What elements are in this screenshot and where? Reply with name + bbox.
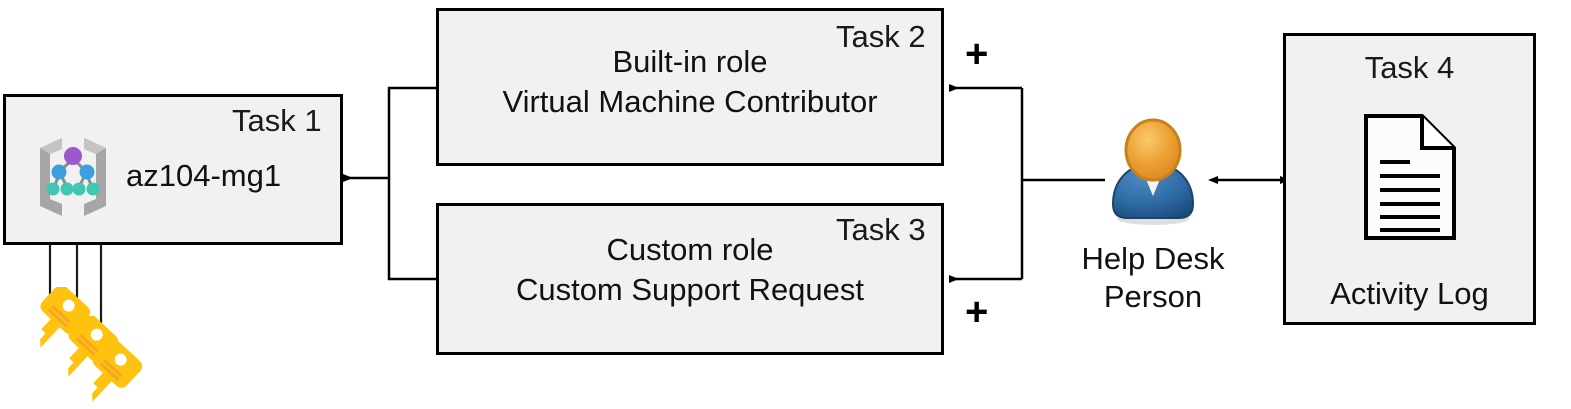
- task3-line2: Custom Support Request: [515, 272, 865, 307]
- document-icon: [1360, 112, 1460, 242]
- task3-tag: Task 3: [836, 212, 926, 247]
- task2-box[interactable]: [436, 8, 944, 166]
- task4-tag: Task 4: [1364, 50, 1455, 85]
- task3-line1: Custom role: [606, 232, 774, 267]
- plus-operator-top: +: [965, 32, 989, 76]
- person-label-line2: Person: [1103, 279, 1203, 314]
- task4-label: Activity Log: [1330, 276, 1489, 311]
- task2-tag: Task 2: [836, 19, 926, 54]
- user-icon: [1103, 118, 1203, 228]
- task1-box[interactable]: [3, 94, 343, 245]
- connector-roles-to-mg: [343, 86, 436, 281]
- plus-operator-bottom: +: [965, 290, 989, 334]
- key-icon-3: [74, 338, 146, 409]
- person-label-line1: Help Desk: [1081, 241, 1225, 276]
- task2-line2: Virtual Machine Contributor: [502, 84, 878, 119]
- task1-tag: Task 1: [232, 103, 322, 138]
- task1-label: az104-mg1: [126, 158, 282, 193]
- management-group-icon: [28, 132, 118, 217]
- key-icon-2: [50, 313, 122, 388]
- task2-line1: Built-in role: [612, 44, 768, 79]
- key-icon-1: [22, 284, 94, 359]
- task3-box[interactable]: [436, 203, 944, 355]
